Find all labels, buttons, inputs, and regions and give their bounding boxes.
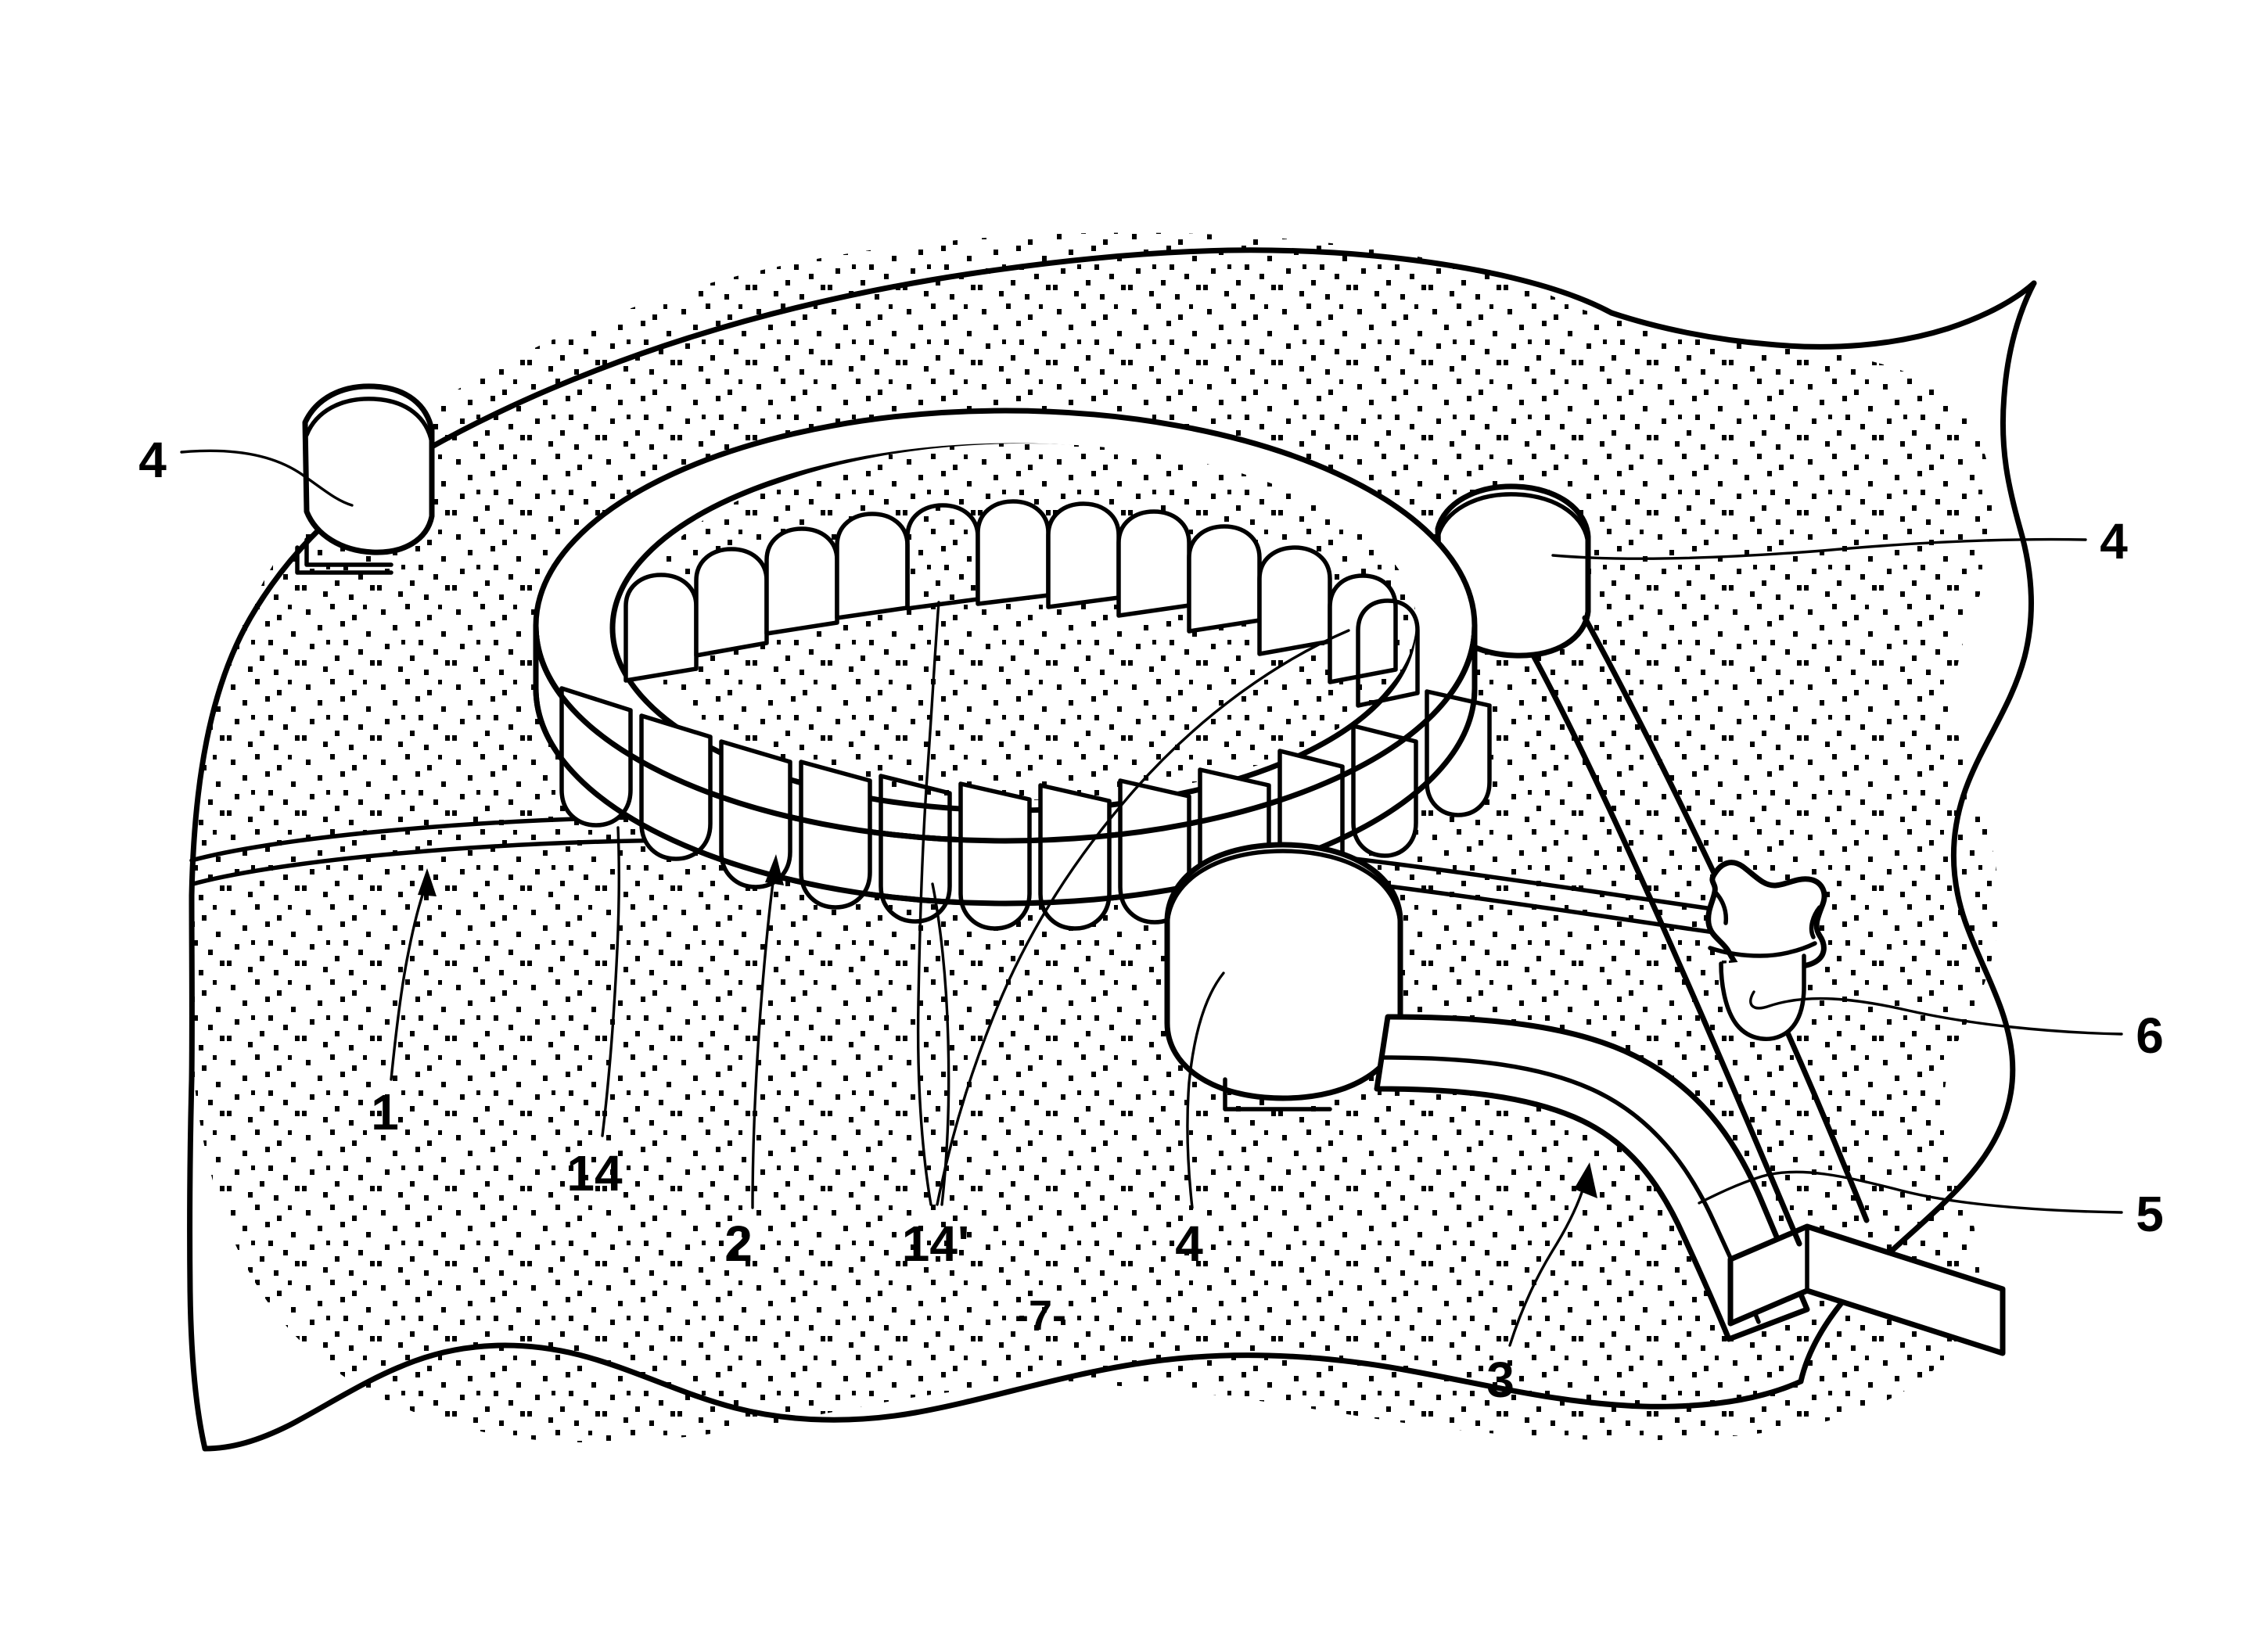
star-shaped-connector — [1705, 860, 1827, 1041]
leader-3 — [1508, 1181, 1586, 1347]
tab-element — [976, 499, 1051, 606]
page-number: -7- — [1015, 1292, 1066, 1339]
leader-2 — [751, 870, 776, 1209]
front-boss-foot — [1223, 1077, 1332, 1112]
leader-14 — [601, 826, 621, 1137]
star-connector-top-face — [1705, 860, 1827, 979]
bar-top-face-edge — [1805, 1224, 2005, 1291]
ref-label-6: 6 — [2136, 1007, 2164, 1064]
ref-label-5: 5 — [2136, 1186, 2164, 1242]
tab-element — [1425, 689, 1492, 817]
leader-14-prime-c — [931, 882, 950, 1206]
tab-element — [1351, 724, 1418, 858]
left-cylindrical-boss — [295, 383, 435, 575]
left-boss-base-ledge — [304, 537, 393, 567]
tab-element — [835, 512, 910, 620]
ref-label-4-right: 4 — [2100, 513, 2128, 569]
front-boss-body — [1164, 842, 1403, 1101]
leader-1-arrowhead — [418, 868, 437, 896]
leader-2-arrowhead — [765, 854, 784, 885]
plate-top-right-break-edge — [1608, 280, 2037, 350]
star-connector-stem — [1719, 953, 1806, 1041]
ring-skirt-front-edge — [533, 623, 1478, 844]
tab-element — [719, 739, 792, 889]
tab-element — [1116, 509, 1191, 618]
plate-left-edge — [187, 892, 208, 1452]
tab-element — [958, 781, 1032, 931]
darkened-tab-element — [879, 774, 952, 924]
tab-element — [1046, 501, 1121, 609]
left-boss-body — [302, 383, 435, 555]
leader-4-left — [180, 449, 354, 507]
leader-14-prime-a — [916, 601, 940, 1206]
plate-right-break-edge — [1798, 280, 2037, 1384]
tab-element — [799, 760, 872, 910]
front-boss-top-rim — [1165, 849, 1403, 930]
leader-3-arrowhead — [1574, 1162, 1597, 1198]
ref-label-14: 14 — [566, 1145, 623, 1201]
plate-upper-left-break-edge — [189, 247, 1615, 899]
leader-1 — [390, 881, 429, 1081]
ref-label-14-prime: 14' — [902, 1216, 969, 1272]
plate-bottom-break-edge — [202, 1342, 1804, 1452]
reference-numerals: 4 4 6 5 1 14 2 14' 4 3 — [138, 432, 2164, 1408]
tab-element — [1038, 783, 1112, 931]
ring-skirt-front-edge-lower — [533, 685, 1478, 907]
leader-6 — [1749, 990, 2123, 1036]
star-connector-mid-rib — [1708, 941, 1817, 958]
leader-14-prime-b — [936, 629, 1350, 1206]
ref-label-4-center: 4 — [1175, 1216, 1203, 1272]
ref-label-2: 2 — [724, 1216, 753, 1272]
leader-4-right — [1551, 537, 2087, 560]
rectangular-bar — [1727, 1223, 2006, 1356]
bar-lower-edge — [1728, 1288, 1809, 1326]
right-boss-top-rim — [1436, 492, 1590, 547]
leader-lines — [180, 449, 2123, 1347]
left-boss-base-ledge-2 — [295, 545, 393, 575]
star-connector-right-notch — [1809, 905, 1822, 939]
star-connector-left-notch — [1712, 889, 1729, 925]
leader-5 — [1698, 1170, 2123, 1214]
tab-element — [694, 547, 769, 658]
strap-upper-support-line — [1530, 652, 1802, 1247]
tab-element — [1328, 573, 1398, 684]
ring-collar-assembly — [533, 408, 1492, 931]
tab-element — [1257, 545, 1332, 656]
tab-element — [639, 713, 713, 861]
tab-element — [559, 686, 633, 828]
darkened-tab-element — [1356, 598, 1420, 708]
tab-element — [623, 573, 699, 683]
strap-body — [1374, 1014, 1810, 1342]
tab-element — [764, 526, 839, 636]
ref-label-3: 3 — [1486, 1352, 1515, 1408]
front-cylindrical-boss — [1164, 842, 1403, 1112]
leader-4-center — [1186, 971, 1225, 1209]
ref-label-1: 1 — [371, 1084, 399, 1140]
tab-element — [1187, 524, 1262, 634]
left-boss-top-rim — [304, 397, 434, 445]
ref-label-4-left: 4 — [138, 432, 167, 488]
inner-tab-ring — [623, 499, 1420, 708]
